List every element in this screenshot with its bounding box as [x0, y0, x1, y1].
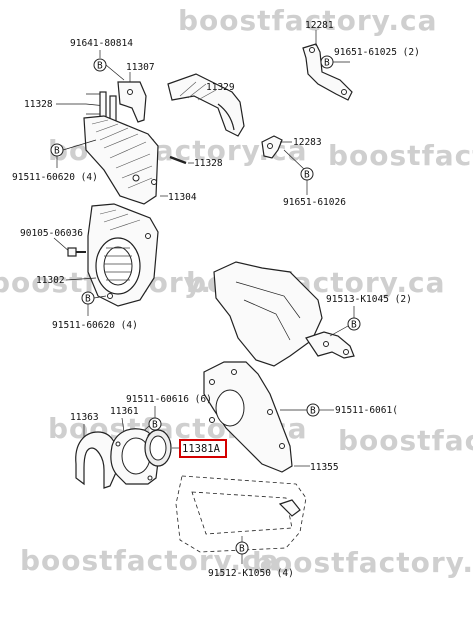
cover-11329: [167, 73, 245, 137]
label-11307: 11307: [126, 62, 155, 73]
bracket-12281: [302, 43, 353, 101]
label-91511-60616: 91511-60616 (6): [126, 394, 212, 405]
label-91512-K1050: 91512-K1050 (4): [208, 568, 294, 579]
bracket-12283: [261, 135, 283, 159]
bracket-91513: [305, 331, 355, 359]
watermark: boostfactory.ca: [338, 424, 473, 457]
bubble-b: B: [93, 58, 107, 72]
svg-text:B: B: [152, 420, 158, 431]
watermark: boostfactory.ca: [20, 544, 279, 577]
svg-text:B: B: [239, 544, 245, 555]
label-11381A: 11381A: [182, 443, 221, 455]
bubble-b: B: [235, 541, 249, 555]
bubble-b: B: [148, 417, 162, 431]
label-11328-a: 11328: [24, 99, 53, 110]
bolt-90105: [67, 247, 86, 257]
label-91511-60620-a: 91511-60620 (4): [12, 172, 98, 183]
label-11329: 11329: [206, 82, 235, 93]
label-91511-60620-b: 91511-60620 (4): [52, 320, 138, 331]
bracket-11307: [117, 81, 147, 123]
svg-text:B: B: [85, 294, 91, 305]
bubble-b: B: [306, 403, 320, 417]
label-11361: 11361: [110, 406, 139, 417]
label-91651-61025: 91651-61025 (2): [334, 47, 420, 58]
label-11355: 11355: [310, 462, 339, 473]
oil-seal-11381a: [144, 429, 172, 467]
gasket-11363: [75, 431, 119, 489]
svg-text:B: B: [54, 146, 60, 157]
pin-11328: [169, 155, 187, 165]
cover-11304: [83, 115, 159, 205]
svg-text:B: B: [310, 406, 316, 417]
bubble-b: B: [320, 55, 334, 69]
watermark: boostfactory.ca: [252, 546, 473, 579]
bubble-b: B: [81, 291, 95, 305]
bubble-b: B: [300, 167, 314, 181]
bubble-b: B: [50, 143, 64, 157]
label-11302: 11302: [36, 275, 65, 286]
watermark: boostfactory.ca: [328, 139, 473, 172]
oil-pan-outline: [175, 475, 307, 553]
svg-text:B: B: [97, 61, 103, 72]
label-12281: 12281: [305, 20, 334, 31]
label-11304: 11304: [168, 192, 197, 203]
label-90105-06036: 90105-06036: [20, 228, 83, 239]
label-11328-b: 11328: [194, 158, 223, 169]
svg-text:B: B: [304, 170, 310, 181]
cover-11302: [87, 203, 159, 307]
label-11363: 11363: [70, 412, 99, 423]
label-12283: 12283: [293, 137, 322, 148]
label-91511-6061x: 91511-6061(: [335, 405, 398, 416]
label-91641-80814: 91641-80814: [70, 38, 133, 49]
label-91513-K1045: 91513-K1045 (2): [326, 294, 412, 305]
watermark: boostfactory.ca: [178, 4, 437, 37]
label-91651-61026: 91651-61026: [283, 197, 346, 208]
bubble-b: B: [347, 317, 361, 331]
highlight-box: [179, 439, 227, 458]
svg-text:B: B: [324, 58, 330, 69]
svg-text:B: B: [351, 320, 357, 331]
end-plate-11355: [203, 361, 293, 473]
